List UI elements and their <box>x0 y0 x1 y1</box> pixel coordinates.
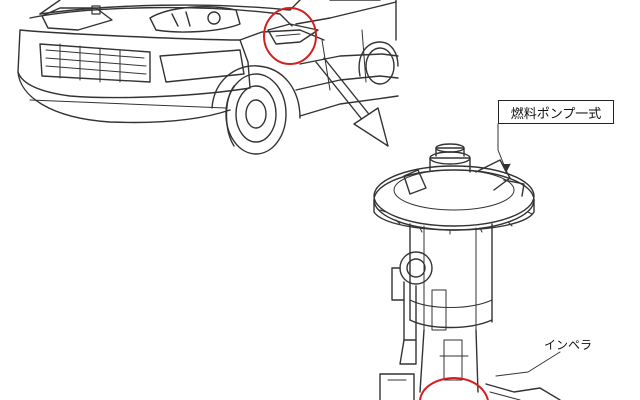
front-wheel <box>225 73 287 155</box>
direction-arrow <box>315 57 389 147</box>
hood-emblem <box>91 5 101 15</box>
highlight-circle-pump <box>419 376 489 400</box>
car-illustration <box>17 0 399 155</box>
fuel-pump-leader-line <box>497 123 507 171</box>
impeller-label: インペラ <box>544 338 593 352</box>
impeller-leader-line <box>495 351 561 377</box>
highlight-circle-car <box>263 7 317 65</box>
fuel-pump-assembly-label: 燃料ポンプ一式 <box>498 100 614 124</box>
fuel-pump-assembly <box>373 143 561 400</box>
rear-wheel <box>358 41 399 85</box>
